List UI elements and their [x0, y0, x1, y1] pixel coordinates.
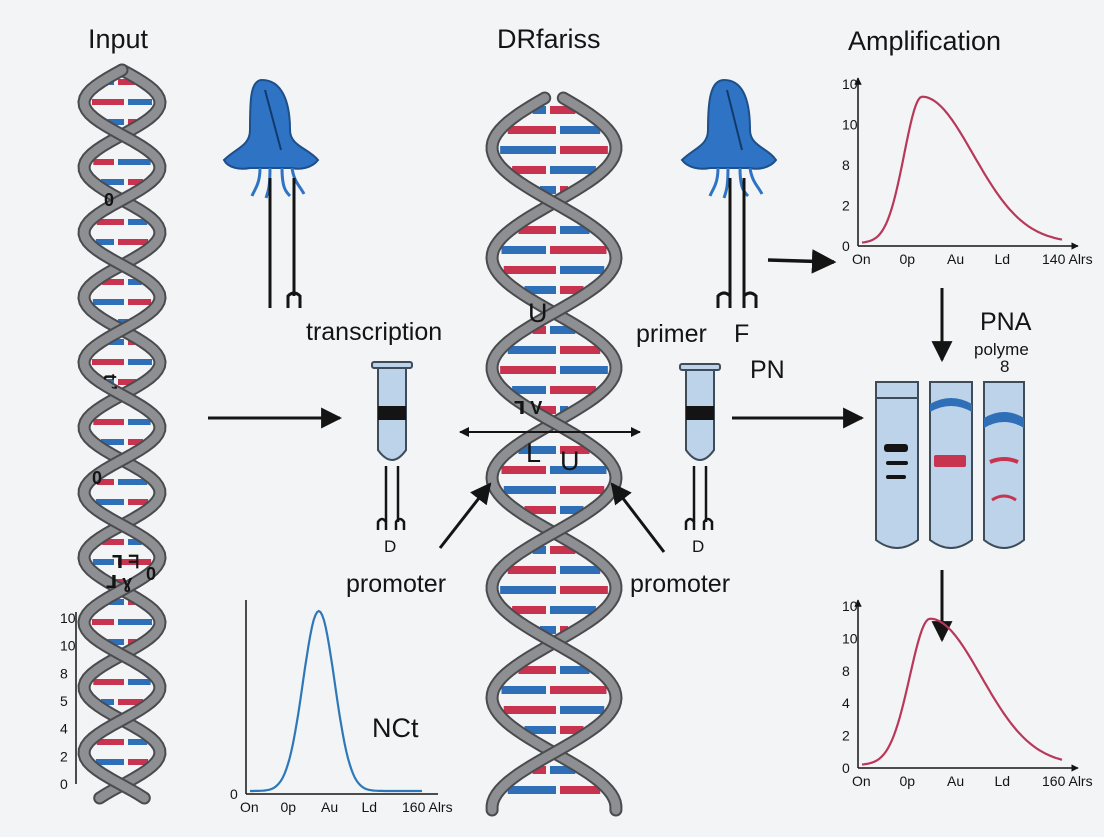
chart-series-line — [861, 617, 1063, 766]
label-nct: NCt — [372, 713, 419, 743]
chart-y-tick-label: 0 — [60, 776, 68, 792]
chart-x-tick-label: On — [852, 251, 871, 267]
chart-y-tick-label: 10 — [842, 117, 858, 133]
label-pn: PN — [750, 356, 785, 384]
dna-strand — [487, 93, 621, 815]
arrow-right-icon — [767, 249, 837, 274]
gel-tube-2 — [929, 381, 973, 549]
chart-y-tick-label: 2 — [842, 728, 850, 744]
dna-helix-center — [485, 91, 623, 817]
label-primer-f: F — [734, 320, 749, 348]
helix-left-mark-o3: 0 — [146, 564, 156, 584]
title-middle: DRfariss — [497, 24, 601, 54]
label-promoter-left: promoter — [346, 570, 446, 598]
helix-left-mark-o2: 0 — [92, 468, 102, 488]
label-promoter-right: promoter — [630, 570, 730, 598]
chart-x-tick-label: 140 Alrs — [1042, 251, 1093, 267]
chart-x-tick-label: On — [240, 799, 259, 815]
label-pna: PNA — [980, 308, 1032, 336]
chart-y-tick-label: 0 — [842, 760, 850, 776]
chart-x-tick-label: 160 Alrs — [402, 799, 453, 815]
chart-y-tick-label: 8 — [842, 157, 850, 173]
chart-x-tick-label: Ld — [362, 799, 378, 815]
chart-y-tick-label: 10 — [842, 598, 858, 614]
chart-y-tick-label: 2 — [842, 198, 850, 214]
chart-y-tick-label: 10 — [842, 630, 858, 646]
arrow-diagonal-icon — [610, 482, 666, 553]
center-mark-2: L — [526, 438, 541, 468]
center-mark-1: ᒣ V — [514, 398, 542, 418]
center-mark-u2: U — [560, 446, 580, 476]
chart-x-tick-label: Au — [321, 799, 338, 815]
helix-left-mark-3: ᒧ ɣ — [106, 572, 132, 592]
chart-x-tick-label: 0p — [900, 251, 916, 267]
chart-nct-curve: 0On 0p Au Ld 160 Alrs — [230, 600, 453, 815]
chart-y-tick-label: 4 — [60, 721, 68, 737]
chart-y-tick-label: 2 — [60, 748, 68, 764]
chart-series-line — [861, 95, 1063, 244]
gel-tube-3 — [983, 381, 1025, 549]
dna-strand — [79, 65, 165, 803]
chart-y-tick-label: 4 — [842, 695, 850, 711]
title-input: Input — [88, 24, 149, 54]
dna-helix-left — [77, 63, 167, 805]
chart-x-tick-label: 0p — [281, 799, 297, 815]
chart-x-tick-label: Ld — [995, 251, 1011, 267]
chart-y-tick-label: 5 — [60, 693, 68, 709]
label-pna-glyph: 8 — [1000, 357, 1009, 376]
dna-strand — [487, 93, 621, 815]
chart-x-tick-label: On — [852, 773, 871, 789]
chart-x-tick-label: 160 Alrs — [1042, 773, 1093, 789]
label-primer: primer — [636, 320, 707, 348]
arrow-diagonal-icon — [438, 482, 492, 549]
chart-y-tick-label: 8 — [60, 665, 68, 681]
test-tube-icon — [371, 361, 413, 530]
chart-y-tick-label: 10 — [60, 638, 76, 654]
chart-y-tick-label: 0 — [230, 786, 238, 802]
helix-left-mark-2: ᒣ ᖷ — [112, 552, 139, 572]
chart-x-tick-label: 0p — [900, 773, 916, 789]
helix-left-mark-1: t ʼ — [100, 374, 120, 390]
helix-left-mark-o1: 0 — [104, 190, 114, 210]
chart-series-line — [250, 609, 422, 793]
label-polyme: polyme — [974, 340, 1029, 359]
tube-left-d: D — [384, 537, 396, 556]
test-tube-icon — [679, 363, 721, 530]
chart-y-tick-label: 0 — [842, 238, 850, 254]
polymerase-protein-icon — [680, 78, 778, 308]
gel-tube-1 — [875, 381, 919, 549]
dna-strand — [79, 65, 165, 803]
chart-y-tick-label: 10 — [60, 610, 76, 626]
tube-right-d: D — [692, 537, 704, 556]
chart-left-axis: 0 2 4 5 8 10 10 — [60, 610, 77, 792]
polymerase-protein-icon — [222, 78, 320, 308]
chart-x-tick-label: Au — [947, 251, 964, 267]
chart-x-tick-label: Au — [947, 773, 964, 789]
chart-x-tick-label: Ld — [995, 773, 1011, 789]
chart-y-tick-label: 10 — [842, 76, 858, 92]
label-transcription: transcription — [306, 318, 442, 346]
chart-y-tick-label: 8 — [842, 663, 850, 679]
title-amplification: Amplification — [848, 26, 1001, 56]
center-mark-u1: U — [528, 298, 548, 328]
